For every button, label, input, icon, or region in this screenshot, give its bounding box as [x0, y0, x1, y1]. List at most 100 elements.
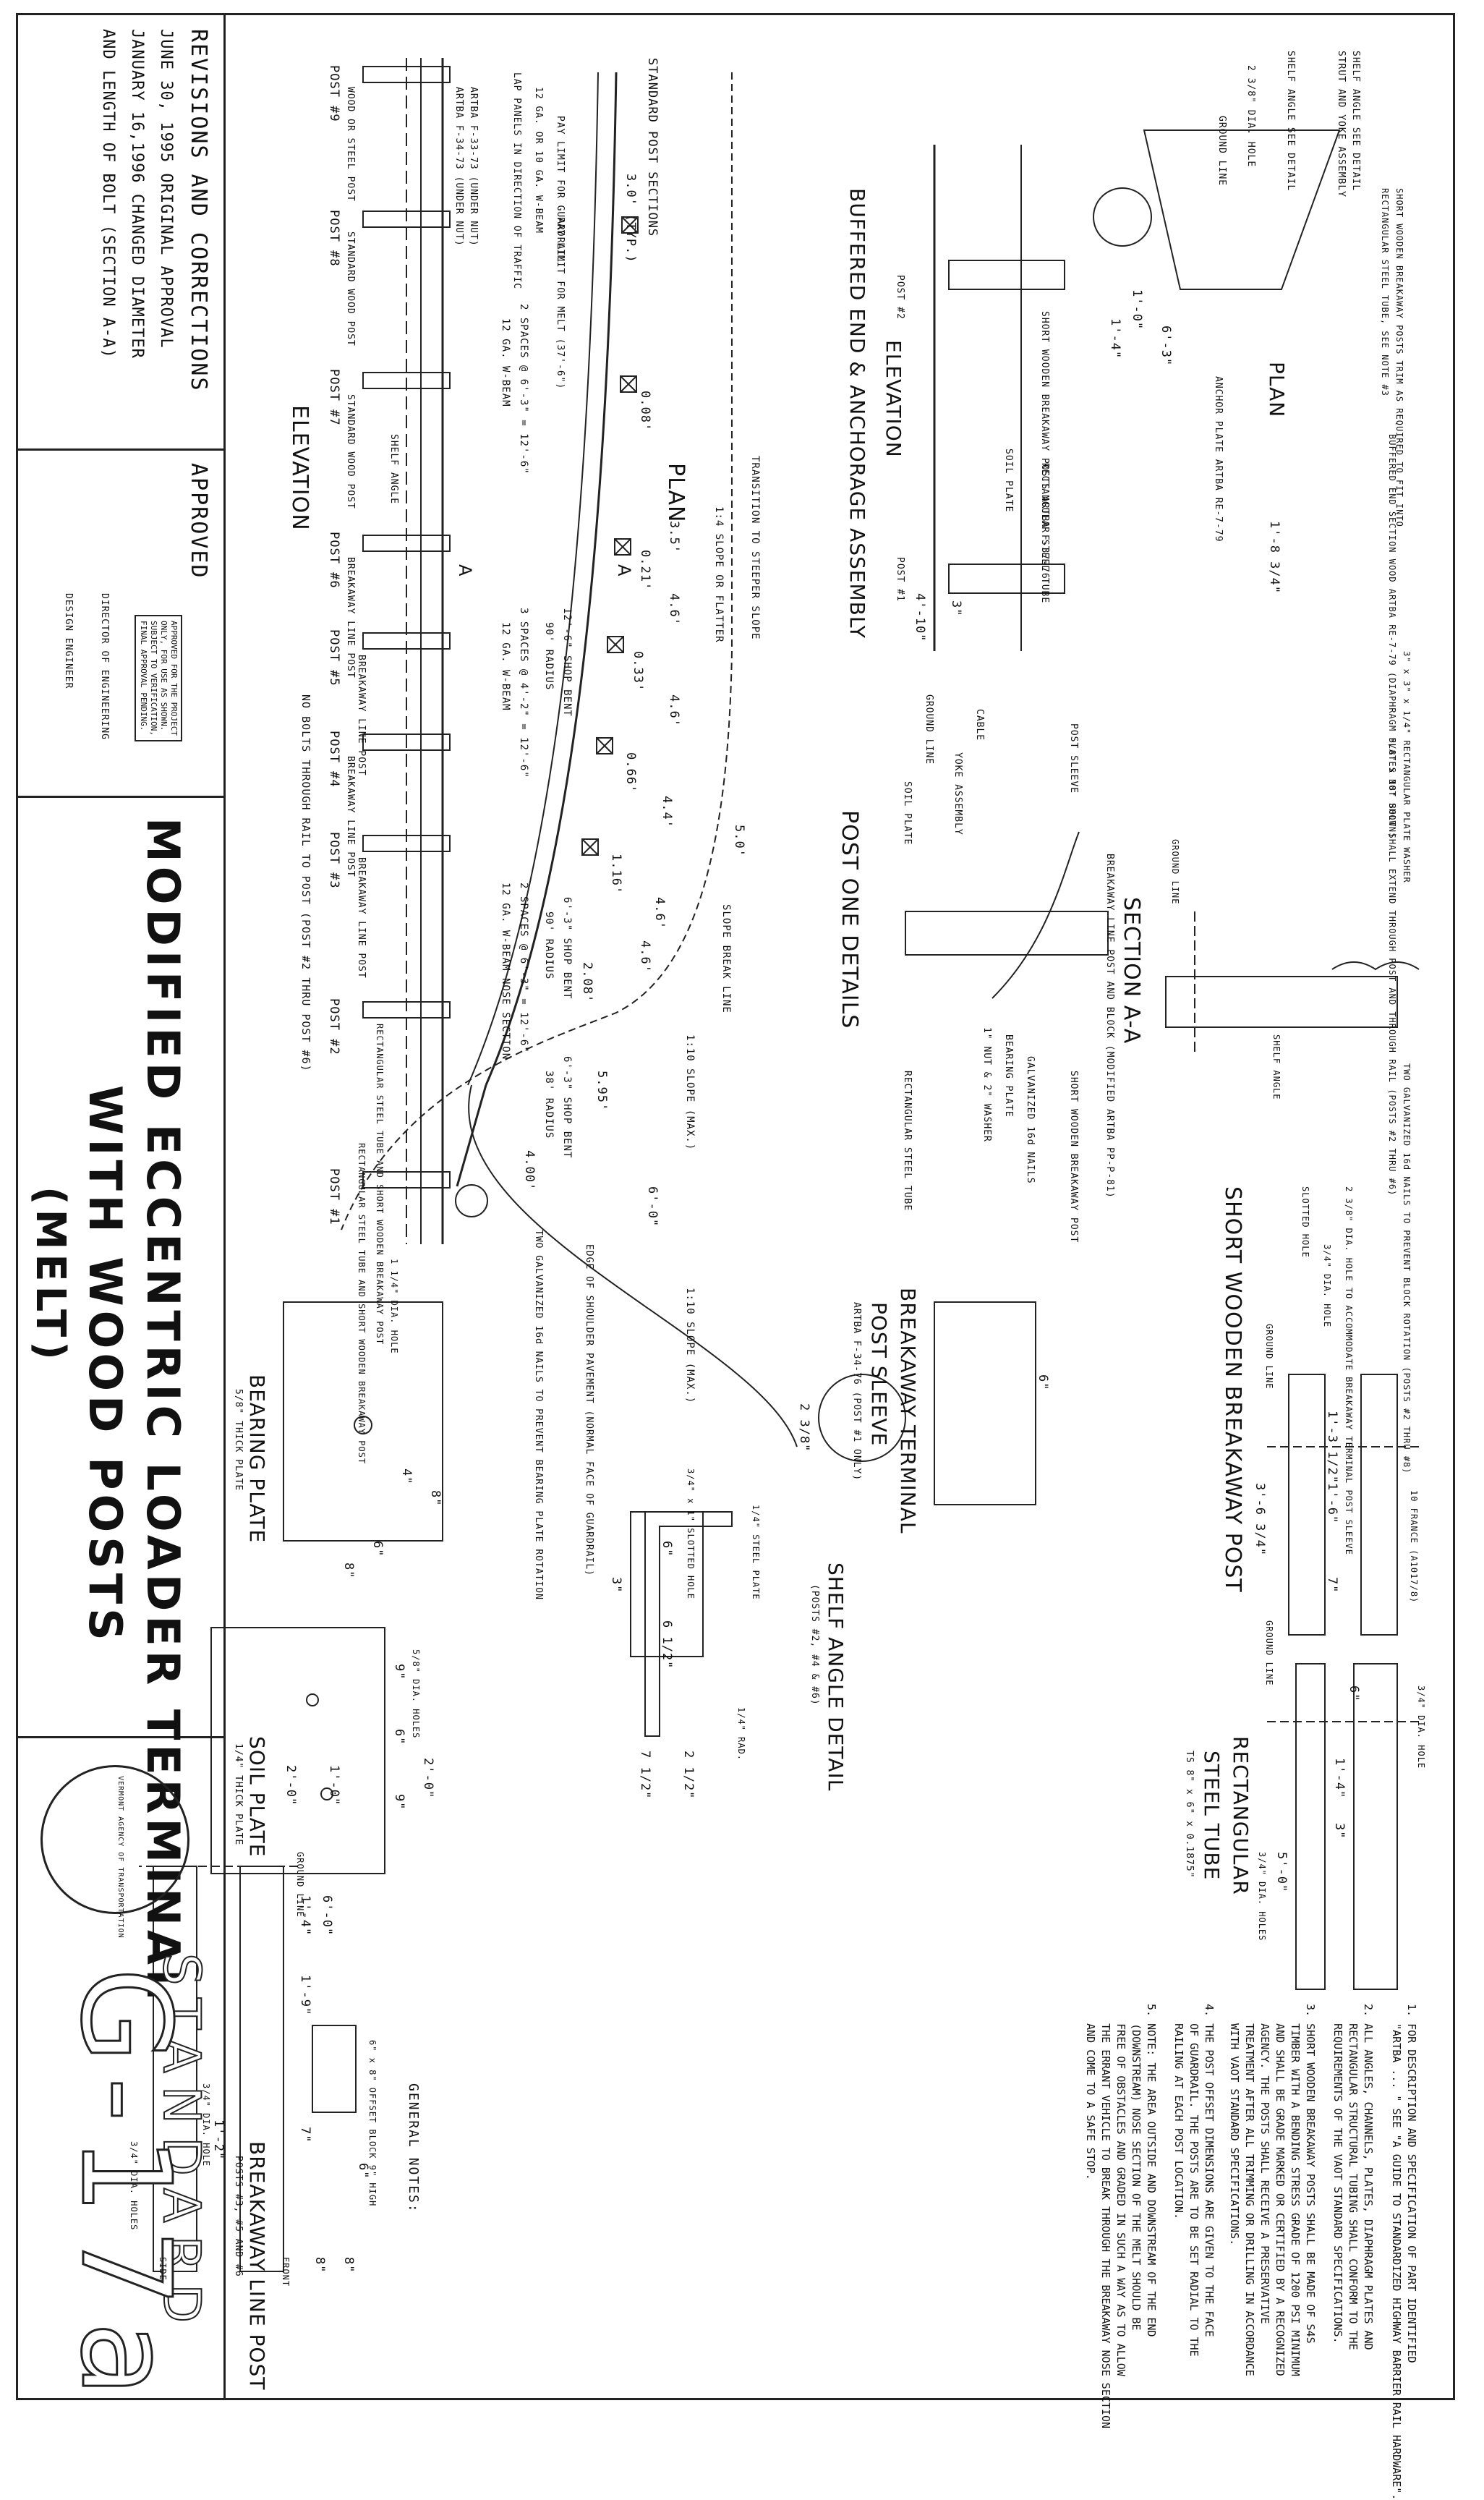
tube-heading: STEEL TUBE	[1200, 1751, 1224, 1881]
bearing-plate-dim: 8"	[341, 1562, 356, 1579]
line-post-dim: 8"	[341, 2257, 356, 2274]
signature-title: DIRECTOR OF ENGINEERING	[99, 593, 110, 741]
line-post-label: 3/4" DIA. HOLES	[129, 2141, 139, 2231]
shelf-angle-label: 3/4" x 1" SLOTTED HOLE	[686, 1468, 696, 1599]
seal-text: VERMONT AGENCY OF TRANSPORTATION	[116, 1776, 124, 1939]
section-aa-label: TWO GALVANIZED 16d NAILS TO PREVENT BLOC…	[1402, 1063, 1412, 1474]
short-post-dim: 1'-3 1/2"	[1325, 1411, 1339, 1484]
drawing-sheet: REVISIONS AND CORRECTIONS JUNE 30, 1995 …	[16, 13, 1455, 2500]
tube-dim: 5'-0"	[1274, 1852, 1289, 1893]
tube-label: 3/4" DIA. HOLE	[1416, 1685, 1426, 1769]
soil-plate-dim: 6"	[392, 1729, 406, 1746]
shelf-angle-dim: 3"	[609, 1577, 623, 1594]
sleeve-sub: ARTBA F-34-76 (POST #1 ONLY)	[851, 1302, 862, 1481]
dim-label: 4.4'	[660, 796, 674, 828]
note-item: 1. FOR DESCRIPTION AND SPECIFICATION OF …	[1390, 2004, 1418, 2500]
post-label: POST #8	[327, 210, 341, 267]
post-label: POST #2	[327, 998, 341, 1055]
post-type: RECTANGULAR STEEL TUBE AND SHORT WOODEN …	[357, 1143, 367, 1465]
buffered-dim: 1'-0"	[1130, 289, 1144, 331]
tube-label: GROUND LINE	[1264, 1620, 1274, 1686]
line-post-heading: BREAKAWAY LINE POST	[245, 2141, 269, 2391]
tube-sub: TS 8" x 6" x 0.1875"	[1184, 1751, 1195, 1879]
buffered-label: RECTANGULAR STEEL TUBE	[1039, 463, 1050, 604]
soil-plate-dim: 9"	[392, 1664, 406, 1680]
pay-limit-label: PAY LIMIT FOR MELT (37'-6")	[555, 217, 566, 390]
buffered-label: 2 3/8" DIA. HOLE	[1245, 65, 1256, 168]
post-one-label: GALVANIZED 16d NAILS	[1025, 1056, 1036, 1184]
offset-label: 4.00'	[522, 1150, 537, 1191]
revision-item: JUNE 30, 1995 ORIGINAL APPROVAL	[157, 29, 175, 349]
soil-plate-heading: SOIL PLATE	[245, 1736, 269, 1858]
dim-label: 4.6'	[667, 694, 681, 727]
bearing-plate-dim: 8"	[428, 1490, 443, 1507]
post-label: POST #4	[327, 731, 341, 788]
soil-plate-dim: 2'-0"	[421, 1758, 435, 1799]
note-item: 2. ALL ANGLES, CHANNELS, PLATES, DIAPHRA…	[1331, 2004, 1375, 2350]
soil-plate-dim: 1'-0"	[327, 1765, 341, 1806]
shoulder-note: EDGE OF SHOULDER PAVEMENT (NORMAL FACE O…	[584, 1244, 594, 1576]
post-one-label: 1" NUT & 2" WASHER	[981, 1027, 992, 1142]
post-label: POST #5	[327, 629, 341, 686]
spacing-label: 2 SPACES @ 6'-3" = 12'-6"	[518, 304, 529, 475]
note-item: 3. SHORT WOODEN BREAKAWAY POSTS SHALL BE…	[1228, 2004, 1317, 2376]
post-label: POST #1	[327, 1168, 341, 1225]
spacing-label: 3 SPACES @ 4'-2" = 12'-6"	[518, 608, 529, 778]
post-type: STANDARD WOOD POST	[345, 231, 356, 346]
note-item: 5. NOTE: THE AREA OUTSIDE AND DOWNSTREAM…	[1084, 2004, 1158, 2428]
buffered-end-heading: BUFFERED END & ANCHORAGE ASSEMBLY	[845, 188, 869, 639]
section-marker: A	[614, 564, 634, 577]
bearing-plate-heading: BEARING PLATE	[245, 1374, 269, 1544]
slope-label: 1:10 SLOPE (MAX.)	[684, 1288, 696, 1404]
dim-label: 6'-0"	[645, 1186, 660, 1228]
post-label: POST #3	[327, 832, 341, 889]
drawing-title: (MELT)	[27, 1186, 74, 1364]
bearing-plate-sub: 5/8" THICK PLATE	[233, 1389, 244, 1492]
soil-plate-dim: 9"	[392, 1794, 406, 1811]
approval-stamp: APPROVED FOR THE PROJECT ONLY, FOR USE A…	[135, 615, 182, 741]
dim-label: 4.6'	[667, 593, 681, 626]
tube-dim: 3"	[1332, 1823, 1347, 1840]
section-marker: A	[455, 564, 475, 577]
shelf-angle-label: 1/4" STEEL PLATE	[751, 1505, 761, 1600]
post-one-label: SHORT WOODEN BREAKAWAY POST	[1068, 1071, 1079, 1243]
shelf-angle-sub: (POSTS #2, #4 & #6)	[809, 1584, 820, 1706]
post-type: BREAKAWAY LINE POST	[356, 655, 367, 776]
shop-bent-label: 12'-6" SHOP BENT	[561, 608, 573, 717]
approved-label: APPROVED	[186, 463, 211, 579]
bearing-plate-label: 1 1/4" DIA. HOLE	[389, 1259, 399, 1354]
shop-bent-label: 6'-3" SHOP BENT	[561, 897, 573, 1000]
line-post-dim: 7"	[298, 2127, 312, 2143]
sleeve-heading: BREAKAWAY TERMINAL	[896, 1288, 920, 1534]
short-post-label: 10 FRANCE (A1017/8)	[1409, 1490, 1419, 1604]
signature-title: DESIGN ENGINEER	[63, 593, 74, 689]
buffered-plan-heading: PLAN	[1265, 362, 1289, 418]
buffered-label: GROUND LINE	[1216, 116, 1227, 187]
line-post-label: FRONT	[281, 2257, 291, 2287]
shelf-angle-label: SHELF ANGLE	[388, 434, 399, 505]
offset-label: 0.08'	[638, 391, 652, 432]
spacing-label: 12 GA. W-BEAM	[500, 622, 511, 711]
buffered-label: ANCHOR PLATE ARTBA RE-7-79	[1213, 376, 1224, 543]
elevation-heading: ELEVATION	[287, 405, 312, 531]
sleeve-heading: POST SLEEVE	[867, 1302, 891, 1447]
dim-label: 3.5'	[667, 521, 681, 553]
shelf-angle-dim: 2 1/2"	[681, 1751, 696, 1800]
lap-panels-label: LAP PANELS IN DIRECTION OF TRAFFIC	[511, 72, 522, 290]
radius-label: 90' RADIUS	[543, 622, 555, 691]
soil-plate-sub: 1/4" THICK PLATE	[233, 1743, 244, 1846]
post-one-label: RECTANGULAR STEEL TUBE	[902, 1071, 913, 1212]
tube-dim: 6"	[1347, 1685, 1361, 1702]
line-post-sub: POSTS #3, #5 AND #6	[233, 2156, 244, 2277]
standard-number: G-17a	[53, 1967, 198, 2413]
section-aa-label: GROUND LINE	[1170, 839, 1180, 905]
bearing-plate-dim: 4"	[399, 1468, 414, 1485]
short-post-label: GROUND LINE	[1264, 1324, 1274, 1390]
line-post-label: 3/4" DIA. HOLE	[201, 2083, 211, 2167]
nose-section-label: 12 GA. W-BEAM NOSE SECTION	[500, 883, 511, 1060]
section-aa-label: 5/8" x 18" BOLT SHALL EXTEND THROUGH POS…	[1387, 738, 1397, 1196]
post-type: RECTANGULAR STEEL TUBE AND SHORT WOODEN …	[375, 1024, 385, 1345]
soil-plate-dim: 2'-0"	[283, 1765, 298, 1806]
radius-label: 38' RADIUS	[543, 1071, 555, 1139]
short-post-dim: 3'-6 3/4"	[1253, 1483, 1267, 1557]
